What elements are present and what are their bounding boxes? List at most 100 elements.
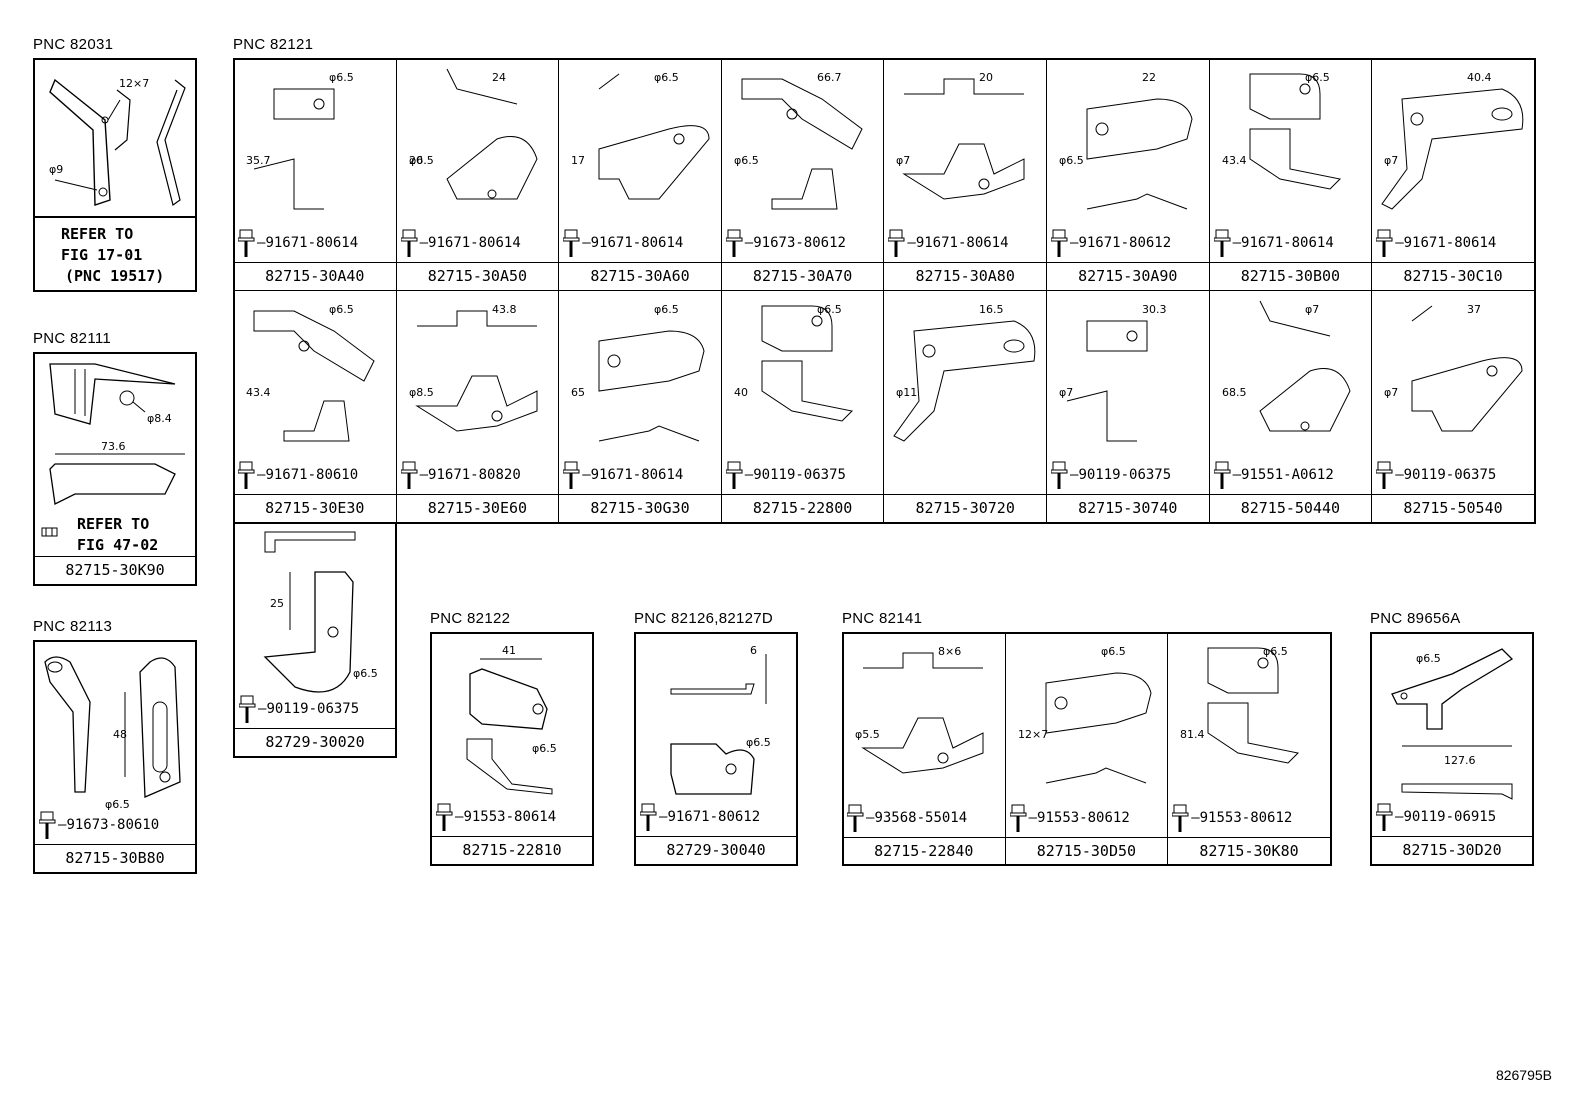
bolt-number: 90119-06375	[266, 701, 360, 717]
part-number[interactable]: 82715-30720	[884, 494, 1046, 522]
bolt-callout[interactable]: —90119-06915	[1376, 802, 1496, 832]
dim-label: φ11	[896, 386, 917, 399]
bolt-callout[interactable]: —90119-06375	[1376, 460, 1496, 490]
dim-label: φ6.5	[734, 154, 759, 167]
refer-note: REFER TO FIG 47-02	[77, 514, 158, 556]
bolt-callout[interactable]: —91671-80612	[640, 802, 760, 832]
dim-label: φ9	[49, 163, 63, 176]
part-number[interactable]: 82715-22840	[843, 837, 1005, 865]
bolt-number: 90119-06375	[1078, 467, 1172, 483]
bolt-number: 91553-80612	[1199, 810, 1293, 826]
bolt-number: 91671-80614	[265, 235, 359, 251]
part-number[interactable]: 82715-22810	[432, 836, 592, 864]
bracket-drawing: 8×6φ5.5	[855, 645, 984, 774]
bolt-callout[interactable]: —91671-80614	[1376, 228, 1496, 258]
part-number[interactable]: 82715-50540	[1372, 494, 1534, 522]
bolt-callout[interactable]: —91551-A0612	[1213, 460, 1334, 490]
dim-label: φ7	[1305, 303, 1319, 316]
bolt-icon	[1213, 461, 1231, 489]
dim-label: 66.7	[817, 71, 842, 84]
bracket-drawing: φ6.5 127.6	[1391, 648, 1514, 800]
part-number[interactable]: 82715-30E60	[396, 494, 559, 522]
dim-label: φ6.5	[353, 667, 378, 680]
part-number[interactable]: 82715-50440	[1209, 494, 1372, 522]
part-number[interactable]: 82715-30A90	[1047, 262, 1209, 290]
bolt-callout[interactable]: —91553-80614	[436, 802, 556, 832]
part-number[interactable]: 82729-30040	[636, 836, 796, 864]
part-cell-82715-30720: 16.5 φ11 82715-30720	[883, 290, 1047, 523]
box-pnc-82126: 6 φ6.5 —91671-80612 82729-30040	[634, 632, 798, 866]
bolt-icon	[725, 461, 743, 489]
bolt-number: 91671-80610	[265, 467, 359, 483]
bolt-callout[interactable]: —91673-80610	[39, 810, 159, 840]
bolt-callout[interactable]: —90119-06375	[239, 694, 359, 724]
bolt-callout[interactable]: —91671-80614	[563, 460, 683, 490]
bracket-drawing: 6 φ6.5	[670, 644, 771, 795]
dim-label: φ7	[1059, 386, 1073, 399]
part-number[interactable]: 82715-30B80	[35, 844, 195, 872]
bolt-callout[interactable]: —93568-55014	[847, 803, 967, 833]
dim-label: 8×6	[938, 645, 961, 658]
bolt-callout[interactable]: —91671-80614	[563, 228, 683, 258]
dim-label: 20	[979, 71, 993, 84]
part-number[interactable]: 82715-30740	[1047, 494, 1209, 522]
dim-label: 43.4	[1222, 154, 1247, 167]
part-number[interactable]: 82715-30A40	[234, 262, 396, 290]
bolt-callout[interactable]: —91553-80612	[1172, 803, 1292, 833]
part-number[interactable]: 82715-30A80	[884, 262, 1046, 290]
bolt-callout[interactable]: —90119-06375	[1051, 460, 1171, 490]
bolt-callout[interactable]: —91671-80610	[238, 460, 358, 490]
bolt-callout[interactable]: —91671-80614	[1213, 228, 1334, 258]
dim-label: 12×7	[1018, 728, 1048, 741]
part-number[interactable]: 82715-30D50	[1005, 837, 1168, 865]
part-number[interactable]: 82715-30A70	[721, 262, 884, 290]
bracket-drawing: φ6.517	[571, 71, 710, 200]
dim-label: φ7	[1384, 154, 1398, 167]
bolt-callout[interactable]: —91671-80614	[400, 228, 521, 258]
illustration-reference-id: 826795B	[1495, 1067, 1552, 1083]
part-number[interactable]: 82715-30K80	[1168, 837, 1330, 865]
bolt-callout[interactable]: —91671-80614	[888, 228, 1009, 258]
bracket-drawing-82031: 12×7 φ9	[49, 77, 186, 206]
part-number[interactable]: 82715-30G30	[559, 494, 721, 522]
pnc-label-82126: PNC 82126,82127D	[634, 610, 774, 627]
dim-label: 16.5	[979, 303, 1004, 316]
bracket-drawing: φ6.565	[571, 303, 705, 442]
bolt-callout[interactable]: —91671-80820	[400, 460, 521, 490]
part-number[interactable]: 82715-22800	[721, 494, 884, 522]
box-pnc-82113: 48 φ6.5 —91673-80610 82715-30B80	[33, 640, 197, 874]
bracket-drawing: φ6.540	[734, 303, 853, 422]
box-pnc-82111: φ8.4 73.6 REFER TO FIG 47-02 82715-30K90	[33, 352, 197, 586]
bolt-number: 91553-80612	[1037, 810, 1130, 826]
bolt-callout[interactable]: —91553-80612	[1009, 803, 1130, 833]
bolt-callout[interactable]: —91671-80614	[238, 228, 358, 258]
part-number[interactable]: 82715-30K90	[35, 556, 195, 584]
bolt-callout[interactable]: —90119-06375	[725, 460, 846, 490]
part-number[interactable]: 82715-30A60	[559, 262, 721, 290]
bolt-icon	[1376, 461, 1393, 489]
bracket-drawing: φ6.535.7	[246, 71, 354, 210]
part-number[interactable]: 82715-30A50	[396, 262, 559, 290]
bolt-callout[interactable]: —91671-80612	[1051, 228, 1171, 258]
part-number[interactable]: 82715-30E30	[234, 494, 396, 522]
refer-line: (PNC 19517)	[65, 267, 165, 285]
dim-label: φ8.5	[409, 386, 434, 399]
bracket-drawing: 41 φ6.5	[466, 644, 557, 795]
part-number[interactable]: 82715-30B00	[1209, 262, 1372, 290]
dim-label: φ8.4	[147, 412, 172, 425]
bolt-callout[interactable]: —91673-80612	[725, 228, 846, 258]
bolt-number: 91673-80612	[753, 235, 846, 251]
bolt-number: 91673-80610	[66, 817, 160, 833]
bolt-number: 91671-80614	[915, 235, 1009, 251]
part-number[interactable]: 82729-30020	[235, 728, 395, 756]
part-number[interactable]: 82715-30D20	[1372, 836, 1532, 864]
part-number[interactable]: 82715-30C10	[1372, 262, 1534, 290]
box-pnc-89656a: φ6.5 127.6 —90119-06915 82715-30D20	[1370, 632, 1534, 866]
dim-label: φ6.5	[532, 742, 557, 755]
